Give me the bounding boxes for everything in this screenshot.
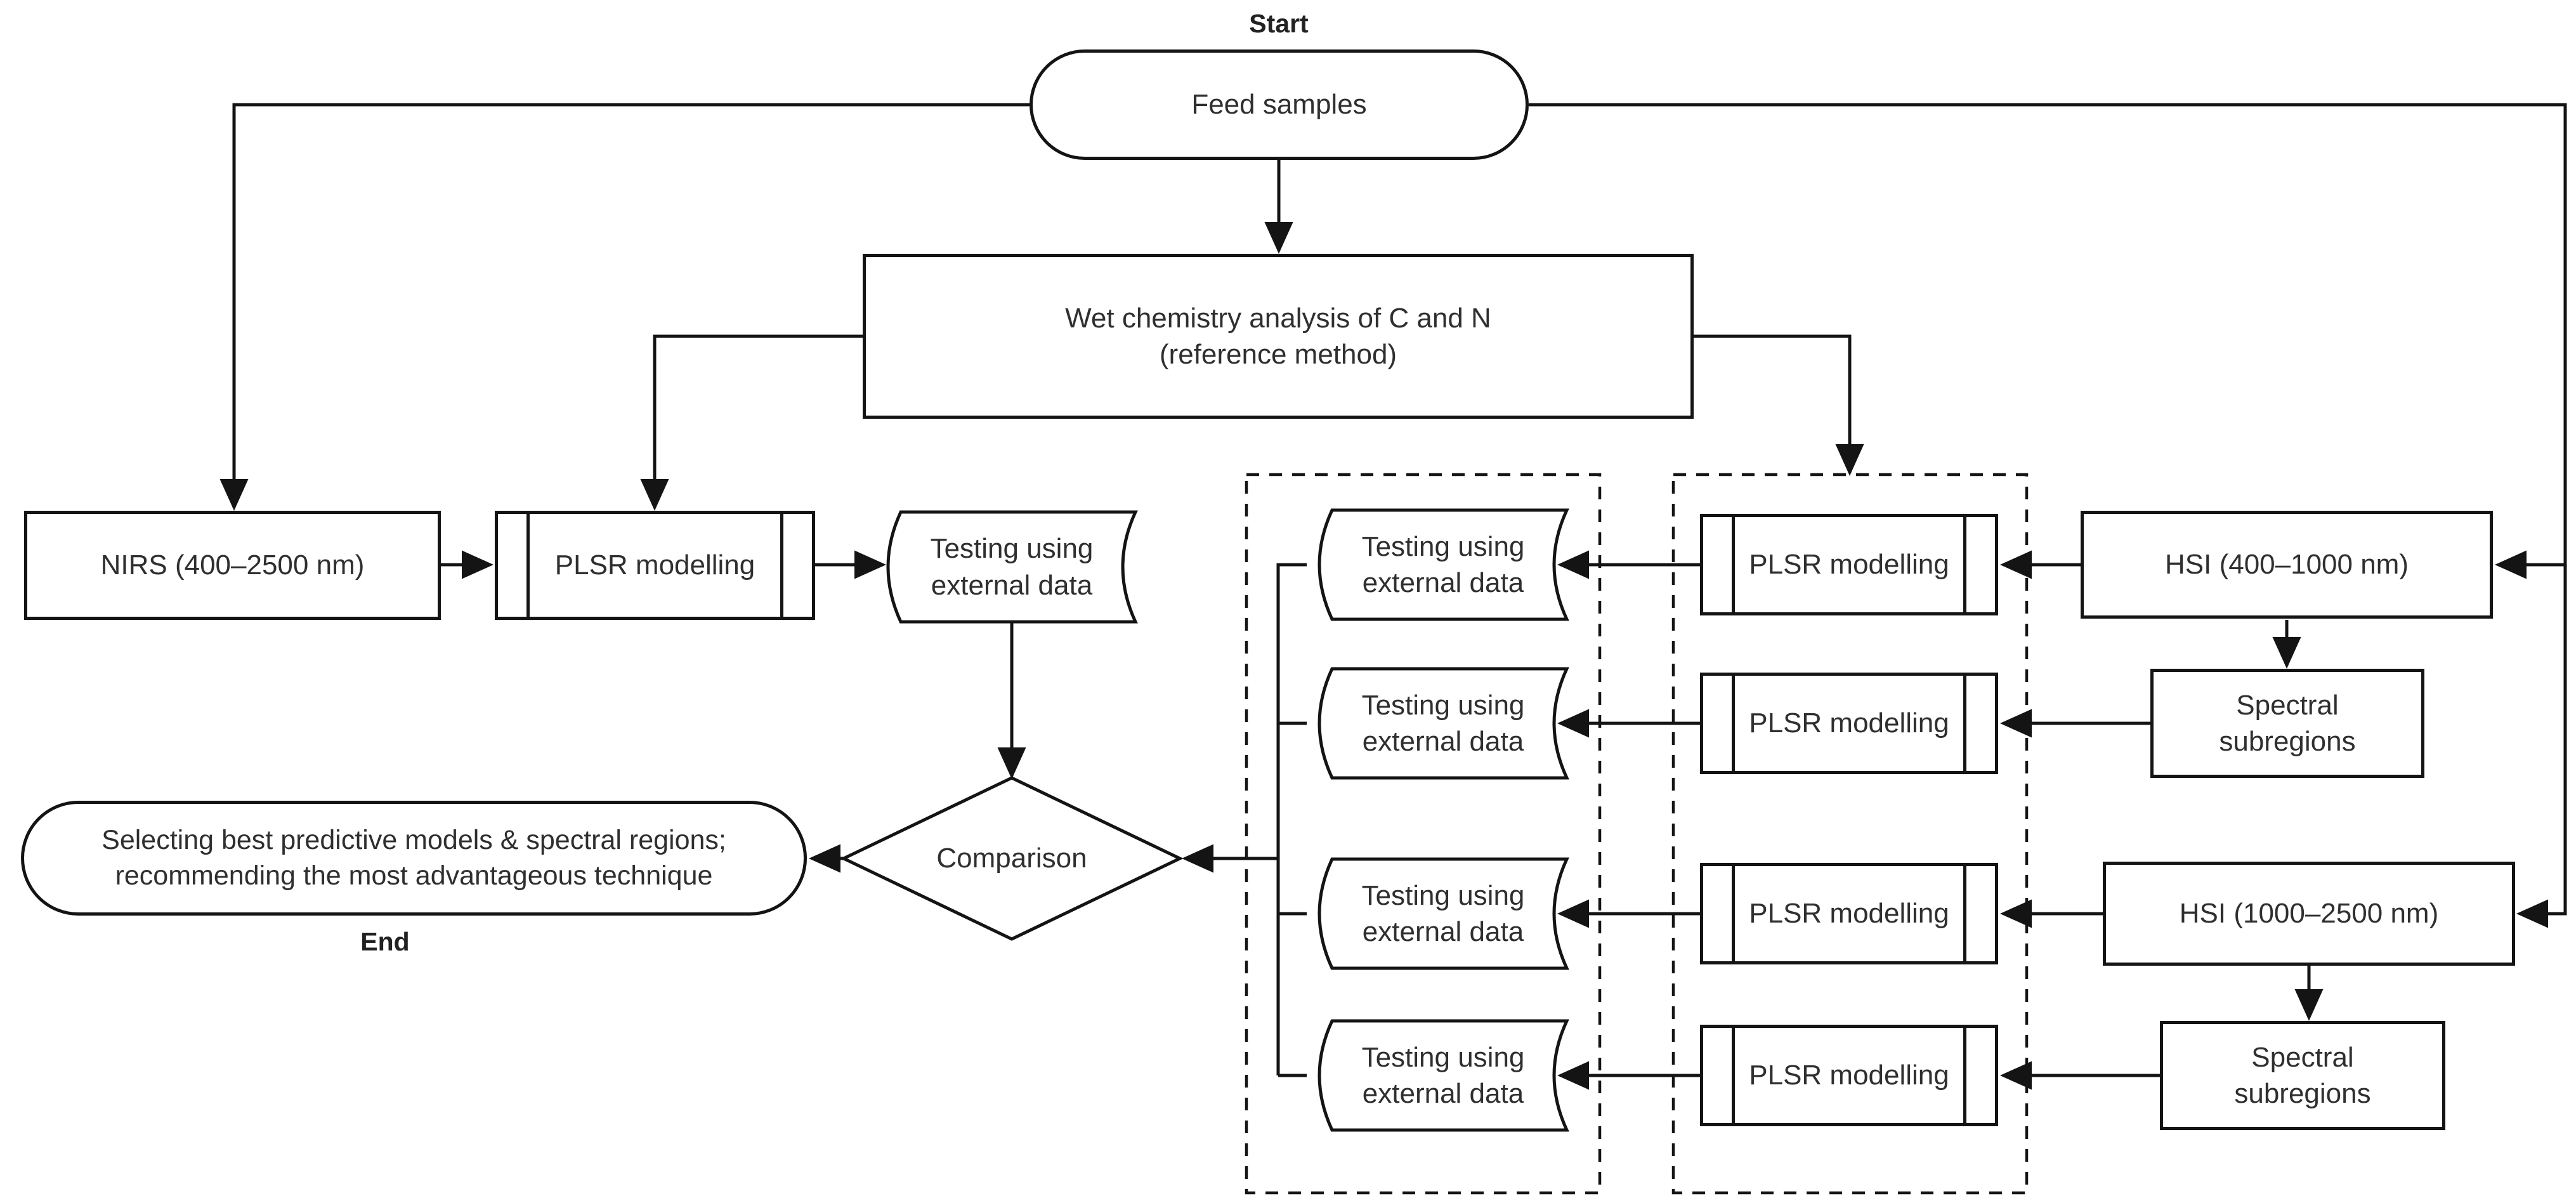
node-plsr-left: PLSR modelling	[495, 511, 815, 620]
testing-row4-line2: external data	[1362, 1078, 1524, 1109]
testing-row1-line2: external data	[1362, 567, 1524, 598]
node-testing-row4: Testing using external data	[1319, 1021, 1567, 1130]
bus-testing-rows	[1276, 563, 1307, 1077]
node-plsr-row3: PLSR modelling	[1700, 863, 1998, 964]
node-plsr-row4: PLSR modelling	[1700, 1025, 1998, 1126]
edge-wet-to-plsr-left	[640, 334, 863, 511]
spectral-swir-line2: subregions	[2234, 1078, 2371, 1109]
testing-row2-line1: Testing using	[1361, 689, 1525, 721]
spectral-swir-line1: Spectral	[2251, 1041, 2354, 1073]
node-feed-samples: Feed samples	[1030, 49, 1529, 160]
wet-chemistry-line1: Wet chemistry analysis of C and N	[1065, 302, 1491, 334]
node-comparison: Comparison	[936, 843, 1087, 874]
spectral-vnir-line2: subregions	[2219, 726, 2356, 757]
selection-line2: recommending the most advantageous techn…	[115, 860, 713, 891]
node-selection: Selecting best predictive models & spect…	[21, 801, 807, 916]
selection-line1: Selecting best predictive models & spect…	[101, 824, 726, 855]
testing-left-line2: external data	[931, 569, 1093, 601]
node-hsi-swir: HSI (1000–2500 nm)	[2103, 862, 2515, 966]
start-label: Start	[1249, 8, 1309, 38]
node-testing-row3: Testing using external data	[1319, 859, 1567, 968]
edge-feed-to-nirs	[219, 103, 1030, 511]
testing-row3-shape	[1317, 857, 1569, 970]
testing-row1-line1: Testing using	[1361, 530, 1525, 562]
comparison-diamond-shape	[840, 776, 1184, 941]
testing-left-shape	[886, 510, 1138, 624]
node-wet-chemistry: Wet chemistry analysis of C and N (refer…	[863, 254, 1694, 419]
node-testing-left: Testing using external data	[888, 512, 1135, 622]
wet-chemistry-line2: (reference method)	[1159, 339, 1397, 370]
testing-row2-shape	[1317, 667, 1569, 780]
edge-wet-to-plsr-group	[1694, 334, 1864, 476]
node-spectral-subregions-swir: Spectral subregions	[2160, 1021, 2445, 1130]
testing-row2-line2: external data	[1362, 726, 1524, 757]
node-testing-row2: Testing using external data	[1319, 669, 1567, 778]
edge-feed-to-hsi-swir	[1529, 103, 2567, 928]
node-spectral-subregions-vnir: Spectral subregions	[2150, 669, 2424, 778]
node-nirs: NIRS (400–2500 nm)	[24, 511, 441, 620]
testing-row1-shape	[1317, 508, 1569, 621]
node-hsi-vnir: HSI (400–1000 nm)	[2081, 511, 2493, 619]
dashed-group-testing	[1245, 473, 1602, 1195]
end-label: End	[360, 926, 410, 956]
spectral-vnir-line1: Spectral	[2236, 689, 2339, 721]
testing-row4-shape	[1317, 1019, 1569, 1132]
testing-row4-line1: Testing using	[1361, 1041, 1525, 1073]
dashed-group-plsr	[1671, 473, 2029, 1195]
node-plsr-row1: PLSR modelling	[1700, 514, 1998, 615]
testing-row3-line1: Testing using	[1361, 879, 1525, 911]
node-testing-row1: Testing using external data	[1319, 510, 1567, 619]
testing-left-line1: Testing using	[930, 533, 1094, 565]
testing-row3-line2: external data	[1362, 916, 1524, 947]
node-plsr-row2: PLSR modelling	[1700, 673, 1998, 774]
